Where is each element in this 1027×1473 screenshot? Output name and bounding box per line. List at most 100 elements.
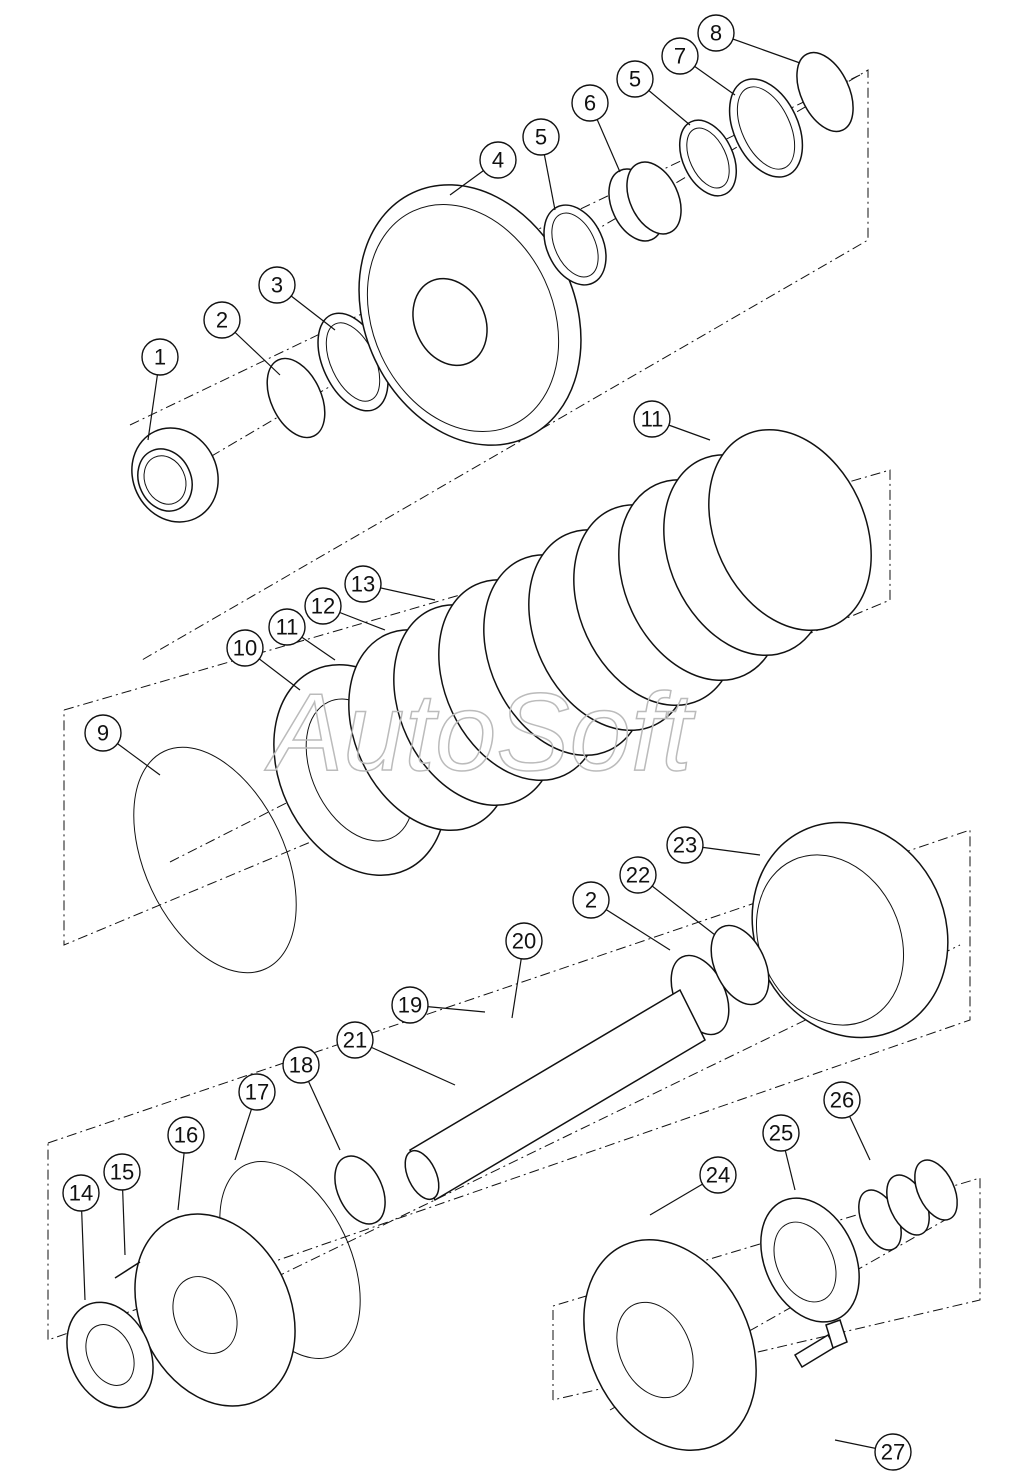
callout-circle: [522, 118, 560, 156]
callout-circle: [633, 400, 671, 438]
callout-5: 5: [616, 60, 691, 126]
callout-circle: [304, 587, 342, 625]
callout-11: 11: [268, 608, 336, 661]
callout-circle: [268, 608, 306, 646]
callout-circle: [391, 986, 429, 1024]
callout-label: 13: [351, 572, 375, 597]
callout-2: 2: [572, 881, 671, 951]
callout-circle: [697, 14, 735, 52]
callout-label: 23: [673, 833, 697, 858]
bolt-27: [793, 1319, 848, 1369]
callout-label: 22: [626, 863, 650, 888]
callout-12: 12: [304, 587, 386, 631]
callout-7: 7: [661, 37, 736, 96]
piston-16: [134, 1213, 296, 1407]
callout-label: 18: [289, 1053, 313, 1078]
callout-20: 20: [505, 922, 543, 1019]
gear-4: [358, 184, 582, 446]
callout-label: 2: [216, 308, 228, 333]
callout-26: 26: [823, 1081, 871, 1161]
callout-circle: [762, 1114, 800, 1152]
callout-circle: [505, 922, 543, 960]
callout-label: 11: [641, 407, 664, 432]
callout-circle: [226, 629, 264, 667]
callout-label: 8: [710, 21, 722, 46]
callout-label: 14: [69, 1181, 93, 1206]
callout-21: 21: [336, 1021, 456, 1086]
callout-8: 8: [697, 14, 801, 64]
bearing-1: [131, 427, 219, 523]
washer-22: [710, 924, 770, 1006]
callout-label: 20: [512, 929, 536, 954]
callout-2: 2: [203, 301, 281, 376]
callout-circle: [258, 266, 296, 304]
callout-label: 6: [584, 91, 596, 116]
callout-circle: [344, 565, 382, 603]
callout-13: 13: [344, 565, 436, 603]
clutch-discs: [348, 428, 872, 832]
needle-bearing-5a: [543, 204, 607, 286]
callout-circle: [62, 1174, 100, 1212]
drum-23: [751, 821, 949, 1039]
callout-label: 19: [398, 993, 422, 1018]
snap-ring-9: [133, 746, 297, 974]
callout-label: 11: [276, 615, 299, 640]
callout-circle: [823, 1081, 861, 1119]
callouts: 1234565789101112131114151617181920212222…: [62, 14, 912, 1471]
callout-label: 12: [311, 594, 335, 619]
spring-15: [114, 1261, 141, 1279]
callout-label: 7: [674, 44, 686, 69]
callout-22: 22: [619, 856, 716, 936]
snap-ring-8: [796, 51, 854, 133]
callout-25: 25: [762, 1114, 800, 1191]
snap-ring-2: [266, 357, 326, 439]
callout-circle: [874, 1433, 912, 1471]
callout-23: 23: [666, 826, 761, 864]
callout-1: 1: [141, 338, 179, 441]
callout-label: 24: [706, 1163, 730, 1188]
needle-bearing-5b: [678, 119, 738, 197]
callout-24: 24: [649, 1156, 737, 1216]
rings-26: [858, 1159, 958, 1251]
bearing-25: [760, 1197, 860, 1323]
callout-19: 19: [391, 986, 486, 1024]
callout-label: 26: [830, 1088, 854, 1113]
callout-circle: [141, 338, 179, 376]
gear-24: [583, 1238, 757, 1452]
callout-15: 15: [103, 1153, 141, 1256]
callout-label: 1: [154, 345, 166, 370]
callout-label: 16: [174, 1123, 198, 1148]
callout-16: 16: [167, 1116, 205, 1211]
callout-circle: [336, 1021, 374, 1059]
callout-14: 14: [62, 1174, 100, 1301]
callout-circle: [203, 301, 241, 339]
rings-6: [608, 161, 682, 242]
callout-circle: [479, 141, 517, 179]
callout-label: 17: [245, 1080, 269, 1105]
callout-circle: [571, 84, 609, 122]
washer-7: [728, 78, 804, 178]
callout-circle: [699, 1156, 737, 1194]
callout-label: 4: [492, 148, 504, 173]
callout-3: 3: [258, 266, 336, 331]
callout-label: 3: [271, 273, 283, 298]
callout-6: 6: [571, 84, 621, 173]
plate-14: [66, 1301, 154, 1409]
callout-18: 18: [282, 1046, 341, 1151]
callout-27: 27: [834, 1433, 912, 1471]
callout-circle: [238, 1073, 276, 1111]
ring-18: [334, 1155, 386, 1225]
callout-circle: [661, 37, 699, 75]
callout-17: 17: [234, 1073, 276, 1161]
callout-label: 5: [535, 125, 547, 150]
callout-label: 2: [585, 888, 597, 913]
callout-label: 9: [97, 721, 109, 746]
callout-circle: [103, 1153, 141, 1191]
callout-label: 10: [233, 636, 257, 661]
callout-circle: [167, 1116, 205, 1154]
callout-circle: [84, 714, 122, 752]
callout-circle: [619, 856, 657, 894]
callout-label: 5: [629, 67, 641, 92]
callout-circle: [616, 60, 654, 98]
